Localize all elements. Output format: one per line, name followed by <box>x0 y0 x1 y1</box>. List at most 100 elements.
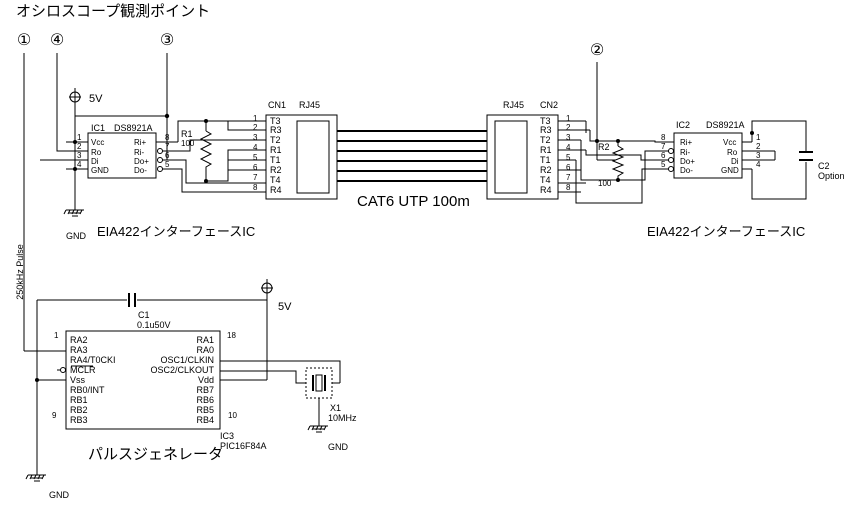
c2-capacitor: C2 Option <box>799 151 845 181</box>
cn1-jack: RJ45 <box>299 100 320 110</box>
ic2-ref: IC2 <box>676 120 690 130</box>
svg-text:R2: R2 <box>270 165 282 175</box>
pulse-label: 250kHz Pulse <box>15 244 25 300</box>
svg-text:1: 1 <box>253 114 258 123</box>
svg-text:1: 1 <box>756 133 761 142</box>
svg-text:Vcc: Vcc <box>723 138 736 147</box>
r2-value: 100 <box>598 179 612 188</box>
svg-text:MCLR: MCLR <box>70 365 96 375</box>
svg-text:1: 1 <box>566 114 571 123</box>
svg-text:RB1: RB1 <box>70 395 88 405</box>
c1-ref: C1 <box>138 310 150 320</box>
svg-text:Di: Di <box>91 157 99 166</box>
ic2: IC2 DS8921A Ri+ Ri- Do+ Do- 8 7 6 5 Vcc … <box>661 120 775 179</box>
svg-text:4: 4 <box>253 143 258 152</box>
svg-text:③: ③ <box>160 32 174 49</box>
svg-text:7: 7 <box>165 142 170 151</box>
svg-text:18: 18 <box>227 331 236 340</box>
svg-text:Vss: Vss <box>70 375 86 385</box>
svg-text:6: 6 <box>253 163 258 172</box>
probe-4: ④ <box>50 32 64 49</box>
ic3-ref: IC3 <box>220 431 234 441</box>
svg-text:5: 5 <box>165 160 170 169</box>
svg-text:3: 3 <box>253 133 258 142</box>
svg-text:5: 5 <box>566 153 571 162</box>
svg-text:R3: R3 <box>270 125 282 135</box>
svg-text:Do+: Do+ <box>680 157 695 166</box>
svg-text:RA4/T0CKI: RA4/T0CKI <box>70 355 116 365</box>
svg-text:8: 8 <box>661 133 666 142</box>
cn2-connector: RJ45 CN2 T3 R3 T2 R1 T1 R2 T4 R4 1 2 3 4… <box>486 100 590 200</box>
svg-text:2: 2 <box>77 142 82 151</box>
svg-text:RB5: RB5 <box>196 405 214 415</box>
c1-capacitor: C1 0.1u50V <box>37 293 267 330</box>
gnd-symbol-crystal: GND <box>307 425 349 452</box>
svg-text:5: 5 <box>253 153 258 162</box>
cable-label: CAT6 UTP 100m <box>357 193 470 210</box>
svg-text:2: 2 <box>756 142 761 151</box>
svg-text:2: 2 <box>566 123 571 132</box>
svg-text:3: 3 <box>566 133 571 142</box>
r1-value: 100 <box>181 139 195 148</box>
interface-label-left: EIA422インターフェースIC <box>97 224 255 239</box>
svg-text:8: 8 <box>165 133 170 142</box>
ic1-part: DS8921A <box>114 123 153 133</box>
svg-text:①: ① <box>17 32 31 49</box>
svg-text:2: 2 <box>253 123 258 132</box>
c1-value: 0.1u50V <box>137 320 171 330</box>
svg-text:R4: R4 <box>540 185 552 195</box>
svg-text:GND: GND <box>66 231 87 241</box>
svg-text:T1: T1 <box>270 155 281 165</box>
svg-text:Do-: Do- <box>134 166 147 175</box>
svg-text:Ri-: Ri- <box>134 148 145 157</box>
r1-ref: R1 <box>181 129 193 139</box>
svg-text:②: ② <box>590 42 604 59</box>
ic3-part: PIC16F84A <box>220 441 267 451</box>
svg-text:7: 7 <box>253 173 258 182</box>
probe-4-wire <box>56 53 66 152</box>
svg-text:3: 3 <box>77 151 82 160</box>
svg-text:5V: 5V <box>89 93 103 105</box>
svg-text:R1: R1 <box>540 145 552 155</box>
probe-2: ② <box>590 42 604 59</box>
r1-resistor: R1 100 <box>181 129 213 171</box>
svg-text:T2: T2 <box>540 135 551 145</box>
svg-text:Ro: Ro <box>727 148 738 157</box>
svg-text:3: 3 <box>756 151 761 160</box>
interface-label-right: EIA422インターフェースIC <box>647 224 805 239</box>
cat6-cable: CAT6 UTP 100m <box>337 130 487 210</box>
r2-resistor: R2 100 <box>598 142 625 188</box>
svg-text:T2: T2 <box>270 135 281 145</box>
c2-ref: C2 <box>818 161 830 171</box>
svg-text:T1: T1 <box>540 155 551 165</box>
svg-text:4: 4 <box>77 160 82 169</box>
svg-text:T4: T4 <box>270 175 281 185</box>
svg-text:GND: GND <box>328 442 349 452</box>
probe-3: ③ <box>160 32 174 49</box>
svg-text:Ri+: Ri+ <box>680 138 693 147</box>
ic3-pic: RA2 RA3 RA4/T0CKI MCLR Vss RB0/INT RB1 R… <box>52 330 267 451</box>
x1-ref: X1 <box>330 403 341 413</box>
svg-text:T3: T3 <box>540 116 551 126</box>
x1-value: 10MHz <box>328 413 357 423</box>
cn1-connector: CN1 RJ45 T3 R3 T2 R1 T1 R2 T4 R4 1 2 3 4… <box>228 100 338 200</box>
gnd-rail-right <box>751 162 807 200</box>
cn2-ref: CN2 <box>540 100 558 110</box>
svg-text:8: 8 <box>566 183 571 192</box>
svg-text:6: 6 <box>566 163 571 172</box>
svg-text:T3: T3 <box>270 116 281 126</box>
svg-text:Vcc: Vcc <box>91 138 104 147</box>
svg-text:OSC2/CLKOUT: OSC2/CLKOUT <box>150 365 214 375</box>
gnd-symbol-left: GND <box>63 120 87 241</box>
svg-text:4: 4 <box>566 143 571 152</box>
svg-text:Ri+: Ri+ <box>134 138 147 147</box>
svg-text:9: 9 <box>52 411 57 420</box>
svg-text:OSC1/CLKIN: OSC1/CLKIN <box>160 355 214 365</box>
svg-text:RB6: RB6 <box>196 395 214 405</box>
cn1-ref: CN1 <box>268 100 286 110</box>
svg-text:GND: GND <box>91 166 109 175</box>
svg-text:Di: Di <box>731 157 739 166</box>
svg-text:5: 5 <box>661 160 666 169</box>
svg-text:8: 8 <box>253 183 258 192</box>
